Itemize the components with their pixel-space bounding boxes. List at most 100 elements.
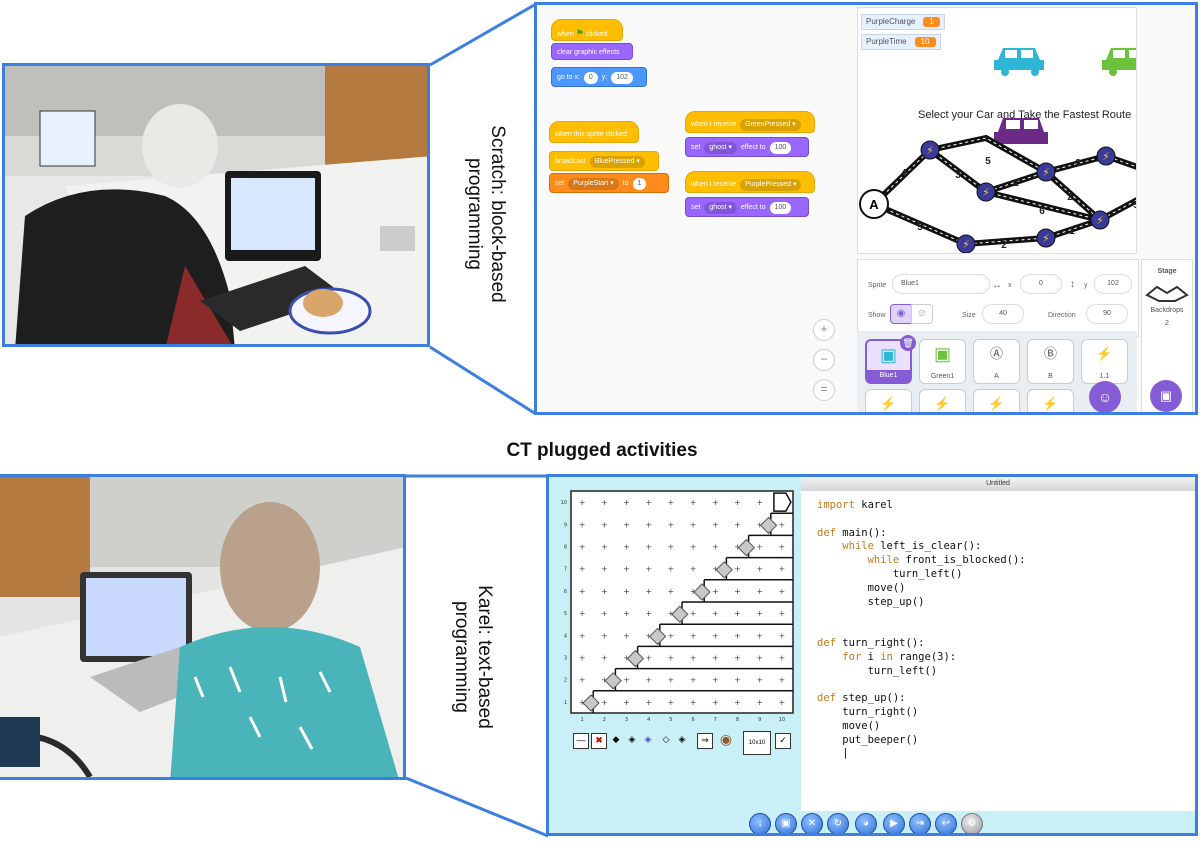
sprite-thumb-a[interactable]: Ⓐ A: [973, 339, 1020, 384]
karel-robot-tool[interactable]: ⇒: [697, 733, 713, 749]
when-sprite-clicked-block[interactable]: when this sprite clicked: [549, 121, 639, 143]
message-dropdown[interactable]: GreenPressed ▾: [740, 119, 801, 131]
code-line[interactable]: move(): [817, 582, 1026, 596]
karel-world-grid[interactable]: ++++++++++++++++++++++++++++++++++++++++…: [549, 477, 801, 757]
confirm-check-button[interactable]: ✓: [775, 733, 791, 749]
value-input[interactable]: 1: [632, 178, 647, 190]
size-input[interactable]: 40: [982, 304, 1024, 324]
download-icon[interactable]: ↓: [749, 813, 771, 833]
code-line[interactable]: move(): [817, 720, 1026, 734]
run-icon[interactable]: ▶: [883, 813, 905, 833]
x-input[interactable]: 0: [583, 72, 598, 84]
sprite-thumb-blue1[interactable]: ▣ Blue1 🗑: [865, 335, 916, 384]
choose-backdrop-button[interactable]: ▣: [1150, 380, 1182, 412]
code-line[interactable]: [817, 623, 1026, 637]
code-line[interactable]: [817, 513, 1026, 527]
when-i-receive-block[interactable]: when I receive PurplePressed ▾: [685, 171, 815, 193]
code-line[interactable]: while front_is_blocked():: [817, 554, 1026, 568]
green-car-sprite[interactable]: [1102, 48, 1136, 76]
code-line[interactable]: def step_up():: [817, 692, 1026, 706]
remove-wall-tool[interactable]: —: [573, 733, 589, 749]
svg-text:⚡: ⚡: [1042, 166, 1050, 179]
value-input[interactable]: 100: [769, 202, 792, 214]
code-token: step_up():: [835, 692, 906, 705]
sprite-thumb-b[interactable]: Ⓑ B: [1027, 339, 1074, 384]
start-node[interactable]: [859, 189, 889, 219]
save-icon[interactable]: ▣: [775, 813, 797, 833]
delete-sprite-icon[interactable]: 🗑: [900, 335, 916, 351]
code-line[interactable]: while left_is_clear():: [817, 540, 1026, 554]
block-text: y:: [601, 74, 608, 81]
code-line[interactable]: def main():: [817, 527, 1026, 541]
code-token: i: [861, 650, 881, 663]
beeper-plus-tool[interactable]: ◈: [628, 734, 636, 744]
code-line[interactable]: import karel: [817, 499, 1026, 513]
code-line[interactable]: turn_left(): [817, 665, 1026, 679]
reset-icon[interactable]: ↩: [935, 813, 957, 833]
show-visible-eye-icon[interactable]: ◉: [890, 304, 912, 324]
set-effect-block[interactable]: set ghost ▾ effect to 100: [685, 197, 809, 217]
sprite-thumb[interactable]: ⚡: [1027, 389, 1074, 412]
code-line[interactable]: turn_left(): [817, 568, 1026, 582]
code-line[interactable]: [817, 609, 1026, 623]
zoom-reset-button[interactable]: =: [813, 379, 835, 401]
grid-corner-mark: +: [712, 676, 719, 685]
step-icon[interactable]: ⇥: [909, 813, 931, 833]
hide-eye-icon[interactable]: ⊘: [911, 304, 933, 324]
y-input[interactable]: 102: [611, 72, 633, 84]
code-line[interactable]: [817, 678, 1026, 692]
code-editor[interactable]: import karel def main(): while left_is_cl…: [801, 491, 1195, 811]
code-line[interactable]: put_beeper(): [817, 734, 1026, 748]
y-position-input[interactable]: 102: [1094, 274, 1132, 294]
zoom-in-button[interactable]: +: [813, 319, 835, 341]
message-dropdown[interactable]: PurplePressed ▾: [740, 179, 802, 191]
sprite-thumb-green1[interactable]: ▣ Green1: [919, 339, 966, 384]
size-label: Size: [962, 312, 976, 319]
broadcast-block[interactable]: broadcast BluePressed ▾: [549, 151, 659, 171]
when-i-receive-block[interactable]: when I receive GreenPressed ▾: [685, 111, 815, 133]
speed-dial-icon[interactable]: ◕: [855, 813, 877, 833]
beeper-infinite-tool[interactable]: ◈: [678, 734, 686, 744]
zoom-out-button[interactable]: −: [813, 349, 835, 371]
blue-car-sprite[interactable]: [994, 48, 1044, 76]
python-code[interactable]: import karel def main(): while left_is_cl…: [817, 499, 1026, 761]
sprite-thumb[interactable]: ⚡: [919, 389, 966, 412]
broadcast-dropdown[interactable]: BluePressed ▾: [589, 156, 645, 168]
settings-gear-icon[interactable]: ⚙: [961, 813, 983, 833]
stage-selector-pane[interactable]: Stage Backdrops 2 ▣: [1141, 259, 1193, 412]
sprite-thumb[interactable]: ⚡: [973, 389, 1020, 412]
purple-car-sprite[interactable]: [994, 118, 1048, 144]
value-input[interactable]: 100: [769, 142, 792, 154]
scratch-code-area[interactable]: when ⚑ clicked clear graphic effects go …: [537, 5, 857, 412]
close-icon[interactable]: ✕: [801, 813, 823, 833]
beeper-zero-tool[interactable]: ◇: [662, 734, 670, 744]
effect-dropdown[interactable]: ghost ▾: [704, 142, 737, 154]
effect-dropdown[interactable]: ghost ▾: [704, 202, 737, 214]
when-flag-clicked-block[interactable]: when ⚑ clicked: [551, 19, 623, 41]
code-line[interactable]: turn_right(): [817, 706, 1026, 720]
code-line[interactable]: |: [817, 747, 1026, 761]
code-line[interactable]: def turn_right():: [817, 637, 1026, 651]
sprite-name-input[interactable]: Blue1: [892, 274, 990, 294]
beeper-bag-icon[interactable]: ◉: [719, 731, 733, 747]
sprite-thumb[interactable]: ⚡: [865, 389, 912, 412]
set-effect-block[interactable]: set ghost ▾ effect to 100: [685, 137, 809, 157]
delete-tool[interactable]: ✖: [591, 733, 607, 749]
beeper-minus-tool[interactable]: ◈: [644, 734, 652, 744]
choose-sprite-button[interactable]: ☺: [1089, 381, 1121, 412]
sprite-thumb-1-1[interactable]: ⚡ 1.1: [1081, 339, 1128, 384]
world-size-button[interactable]: 10x10: [743, 731, 771, 755]
block-text: clicked: [585, 31, 608, 38]
reload-icon[interactable]: ↻: [827, 813, 849, 833]
beeper-tool[interactable]: ◆: [612, 734, 620, 744]
set-variable-block[interactable]: set PurpleStart ▾ to 1: [549, 173, 669, 193]
code-line[interactable]: step_up(): [817, 596, 1026, 610]
go-to-xy-block[interactable]: go to x: 0 y: 102: [551, 67, 647, 87]
variable-dropdown[interactable]: PurpleStart ▾: [568, 178, 619, 190]
clear-graphic-effects-block[interactable]: clear graphic effects: [551, 43, 633, 60]
code-line[interactable]: for i in range(3):: [817, 651, 1026, 665]
grid-corner-mark: +: [734, 520, 741, 529]
x-position-input[interactable]: 0: [1020, 274, 1062, 294]
direction-input[interactable]: 90: [1086, 304, 1128, 324]
